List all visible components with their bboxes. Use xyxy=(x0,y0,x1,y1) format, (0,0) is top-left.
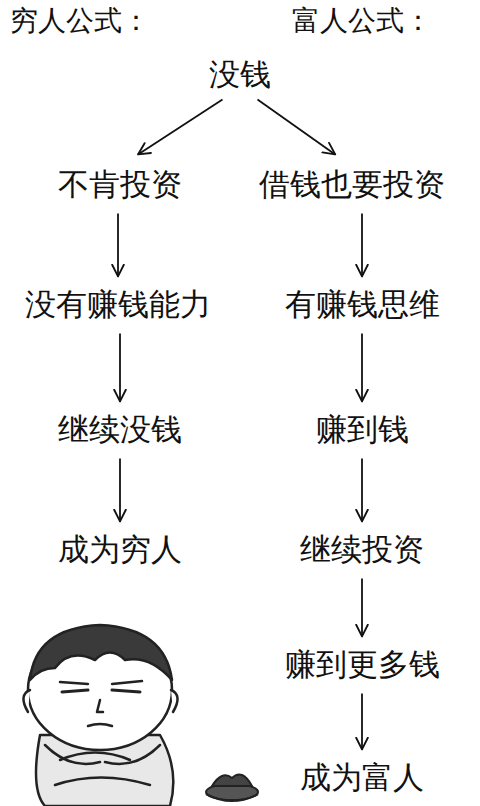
step-label: 赚到更多钱 xyxy=(285,646,440,683)
flow-arrow xyxy=(361,459,363,522)
flow-arrow xyxy=(138,100,223,155)
flow-arrow xyxy=(361,214,363,277)
crouching-cartoon-man xyxy=(23,625,177,806)
step-text: 没有赚钱能力 xyxy=(21,284,215,325)
step-text: 继续没钱 xyxy=(54,409,186,450)
flow-arrow xyxy=(361,579,363,637)
step-text: 没钱 xyxy=(205,54,275,95)
step-label: 有赚钱思维 xyxy=(285,286,440,323)
step-label: 继续投资 xyxy=(300,531,424,568)
step-text: 赚到更多钱 xyxy=(281,644,444,685)
step-label: 继续没钱 xyxy=(58,411,182,448)
step-label: 没有赚钱能力 xyxy=(25,286,211,323)
step-text: 借钱也要投资 xyxy=(255,164,449,205)
column-heading: 穷人公式： xyxy=(10,4,150,38)
flow-arrow xyxy=(117,214,119,277)
flow-arrow xyxy=(361,694,363,750)
step-label: 没钱 xyxy=(209,56,271,93)
column-heading: 富人公式： xyxy=(292,4,432,38)
step-text: 有赚钱思维 xyxy=(281,284,444,325)
step-label: 借钱也要投资 xyxy=(259,166,445,203)
step-label: 不肯投资 xyxy=(58,166,182,203)
step-label: 成为穷人 xyxy=(58,531,182,568)
step-label: 成为富人 xyxy=(300,759,424,796)
flow-arrow xyxy=(361,334,363,402)
flow-arrow xyxy=(119,459,121,522)
step-label: 赚到钱 xyxy=(316,411,409,448)
step-text: 成为穷人 xyxy=(54,529,186,570)
flow-arrow xyxy=(119,334,121,402)
flow-arrow xyxy=(258,100,336,155)
step-text: 不肯投资 xyxy=(54,164,186,205)
small-bowl xyxy=(206,774,258,801)
step-text: 继续投资 xyxy=(296,529,428,570)
step-text: 赚到钱 xyxy=(312,409,413,450)
step-text: 成为富人 xyxy=(296,757,428,798)
